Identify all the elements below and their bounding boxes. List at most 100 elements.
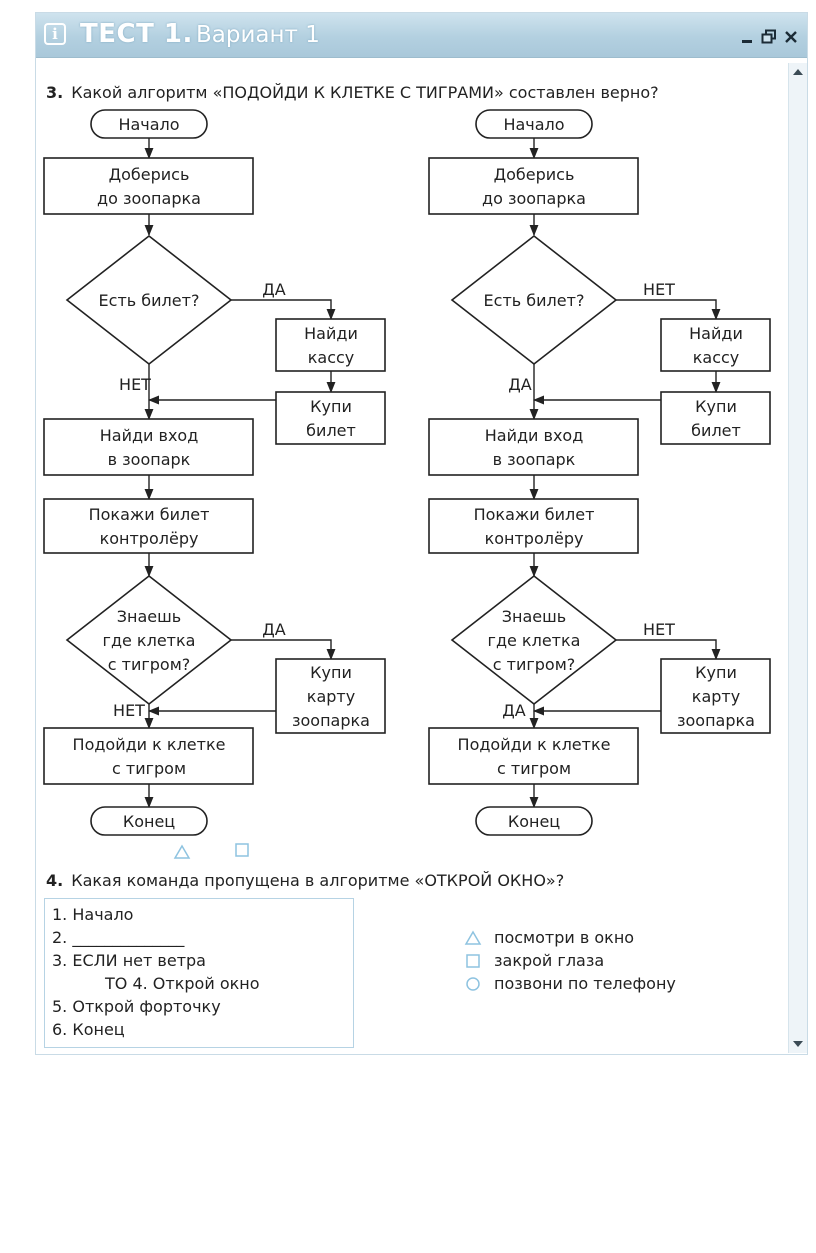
process-box [43, 418, 254, 476]
flow-arrow [616, 639, 721, 661]
triangle-icon[interactable] [464, 930, 486, 946]
process-box [428, 157, 639, 215]
title-bar: i ТЕСТ 1. Вариант 1 [36, 13, 807, 58]
decision-label: Есть билет? [99, 291, 200, 310]
algorithm-step: 5. Открой форточку [52, 997, 221, 1016]
process-label: Купи [310, 397, 352, 416]
flow-arrow [616, 299, 721, 321]
end-label: Конец [508, 812, 560, 831]
end-terminal [475, 806, 593, 836]
process-box [660, 391, 771, 445]
branch-label: ДА [262, 620, 286, 639]
circle-icon[interactable] [464, 976, 486, 992]
algorithm-step: 1. Начало [52, 905, 134, 924]
process-box [275, 391, 386, 445]
info-icon[interactable]: i [44, 23, 66, 45]
window-subtitle: Вариант 1 [196, 22, 320, 48]
decision-label: Есть билет? [484, 291, 585, 310]
process-box [428, 727, 639, 785]
end-label: Конец [123, 812, 175, 831]
process-label: билет [691, 421, 741, 440]
process-label: зоопарка [292, 711, 370, 730]
process-box [660, 658, 771, 734]
process-label: с тигром [497, 759, 571, 778]
branch-label: ДА [262, 280, 286, 299]
question-3-text: Какой алгоритм «ПОДОЙДИ К КЛЕТКЕ С ТИГРА… [71, 83, 659, 102]
test-window: i ТЕСТ 1. Вариант 1 3. Какой алгоритм «ПО… [35, 12, 808, 1055]
process-box [43, 498, 254, 554]
scroll-up-icon[interactable] [793, 69, 803, 75]
process-label: Найди [689, 324, 743, 343]
restore-icon[interactable] [761, 29, 777, 45]
decision-label: Знаешь [117, 607, 181, 626]
process-label: контролёру [100, 529, 199, 548]
square-icon[interactable] [464, 953, 486, 969]
process-label: в зоопарк [108, 450, 191, 469]
triangle-icon [173, 844, 191, 859]
decision-label: с тигром? [493, 655, 576, 674]
process-label: Найди [304, 324, 358, 343]
scroll-down-icon[interactable] [793, 1041, 803, 1047]
algorithm-step-blank[interactable]: 2. ______________ [52, 928, 185, 947]
window-title: ТЕСТ 1. [80, 19, 193, 49]
process-label: контролёру [485, 529, 584, 548]
start-label: Начало [503, 115, 564, 134]
answer-option[interactable]: позвони по телефону [464, 974, 676, 993]
process-label: Доберись [109, 165, 190, 184]
answer-option-label: позвони по телефону [494, 974, 676, 993]
square-icon [235, 843, 249, 857]
scrollbar[interactable] [788, 63, 807, 1053]
branch-label: ДА [502, 701, 526, 720]
process-box [43, 727, 254, 785]
decision-label: с тигром? [108, 655, 191, 674]
close-icon[interactable] [783, 29, 799, 45]
process-label: Подойди к клетке [458, 735, 611, 754]
window-controls [739, 29, 799, 45]
process-label: кассу [308, 348, 355, 367]
minimize-icon[interactable] [739, 29, 755, 45]
start-label: Начало [118, 115, 179, 134]
decision-label: где клетка [488, 631, 581, 650]
process-label: зоопарка [677, 711, 755, 730]
process-box [428, 498, 639, 554]
answer-option[interactable]: закрой глаза [464, 951, 604, 970]
algorithm-step: ТО 4. Открой окно [105, 974, 260, 993]
flow-arrow [231, 639, 336, 661]
process-label: Купи [310, 663, 352, 682]
answer-option[interactable]: посмотри в окно [464, 928, 634, 947]
process-label: кассу [693, 348, 740, 367]
algorithm-step: 6. Конец [52, 1020, 125, 1039]
process-label: в зоопарк [493, 450, 576, 469]
answer-option-label: посмотри в окно [494, 928, 635, 947]
process-label: билет [306, 421, 356, 440]
decision-label: где клетка [103, 631, 196, 650]
process-box [428, 418, 639, 476]
question-3-number: 3. [46, 83, 64, 102]
question-4-text: Какая команда пропущена в алгоритме «ОТК… [71, 871, 565, 890]
decision-label: Знаешь [502, 607, 566, 626]
question-4-number: 4. [46, 871, 64, 890]
process-box [275, 318, 386, 372]
process-box [660, 318, 771, 372]
process-label: карту [692, 687, 740, 706]
process-label: до зоопарка [97, 189, 201, 208]
question-3-title: 3. Какой алгоритм «ПОДОЙДИ К КЛЕТКЕ С ТИГ… [46, 83, 659, 102]
branch-label: НЕТ [113, 701, 145, 720]
algorithm-step: 3. ЕСЛИ нет ветра [52, 951, 206, 970]
process-label: до зоопарка [482, 189, 586, 208]
process-label: карту [307, 687, 355, 706]
flow-arrow [231, 299, 336, 321]
answer-option-label: закрой глаза [494, 951, 605, 970]
process-label: Купи [695, 397, 737, 416]
process-label: Купи [695, 663, 737, 682]
process-label: Найди вход [485, 426, 584, 445]
process-label: с тигром [112, 759, 186, 778]
branch-label: НЕТ [643, 280, 675, 299]
process-label: Подойди к клетке [73, 735, 226, 754]
process-label: Найди вход [100, 426, 199, 445]
process-label: Покажи билет [89, 505, 210, 524]
branch-label: НЕТ [643, 620, 675, 639]
process-label: Доберись [494, 165, 575, 184]
end-terminal [90, 806, 208, 836]
